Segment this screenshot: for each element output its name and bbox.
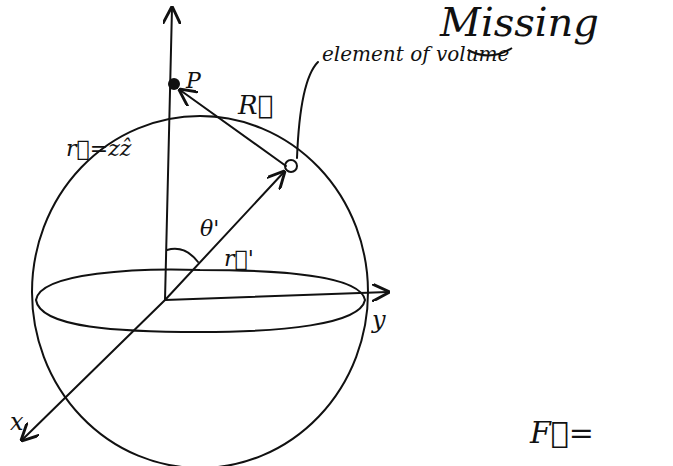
axis-label: x bbox=[10, 410, 24, 434]
point-p bbox=[168, 78, 180, 90]
vector-label: r⃗=zẑ bbox=[66, 138, 131, 160]
leader-line bbox=[297, 62, 318, 158]
vector-label: r⃗' bbox=[224, 248, 254, 270]
callout-label: element of volume bbox=[322, 44, 509, 64]
heading-note: Missing bbox=[440, 2, 599, 42]
volume-element bbox=[285, 160, 297, 172]
x-axis bbox=[22, 300, 165, 440]
point-label: P bbox=[186, 70, 201, 92]
r-prime-vector bbox=[165, 172, 284, 300]
y-axis bbox=[165, 292, 388, 300]
equation-label: F⃗= bbox=[530, 418, 594, 448]
vector-label: R⃗ bbox=[238, 92, 273, 118]
z-axis bbox=[165, 8, 172, 300]
theta-arc bbox=[167, 249, 198, 262]
equator-ellipse bbox=[36, 270, 365, 332]
axis-label: y bbox=[372, 308, 386, 332]
angle-label: θ' bbox=[200, 218, 219, 240]
sphere-outline bbox=[32, 116, 368, 466]
r-separation-vector bbox=[180, 90, 286, 166]
